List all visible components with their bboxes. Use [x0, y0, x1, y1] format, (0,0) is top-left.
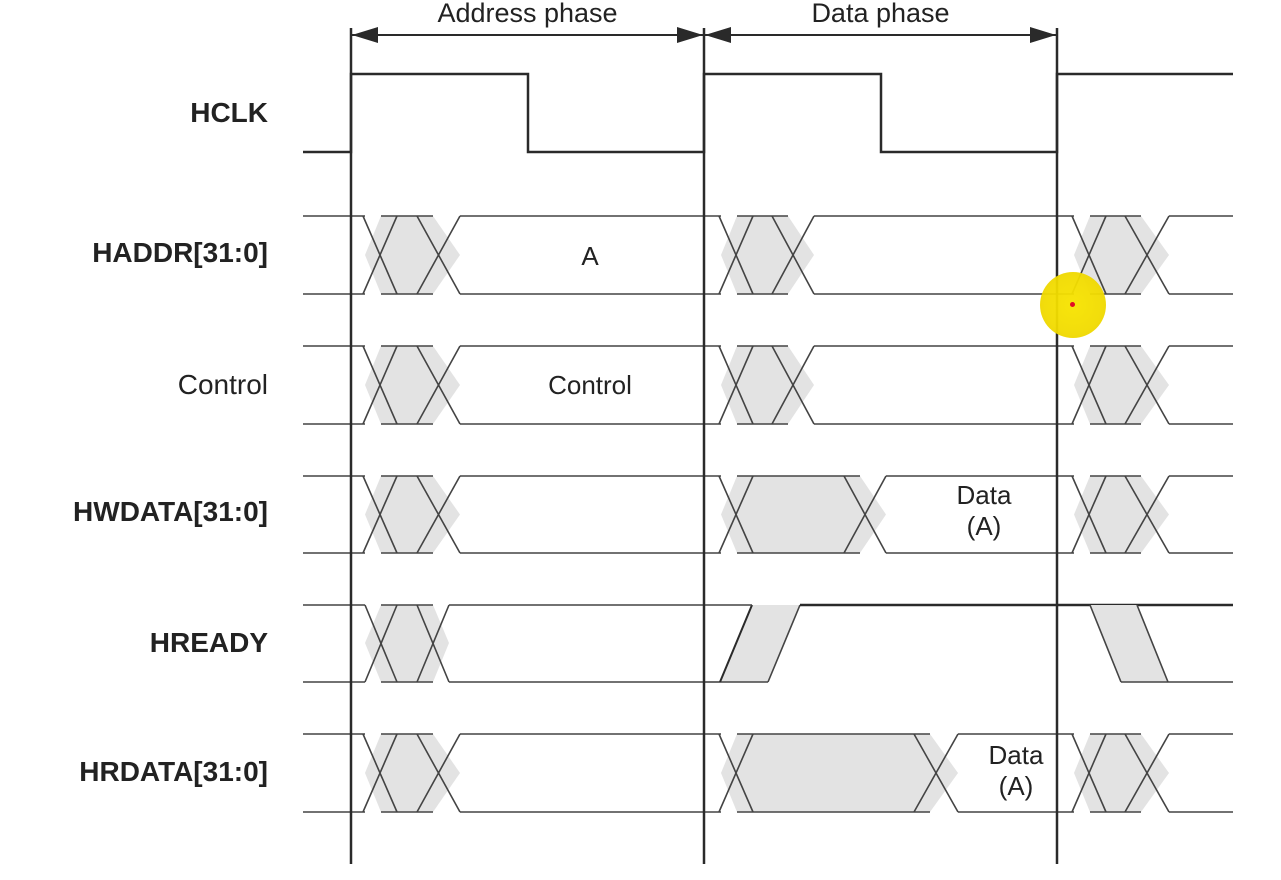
hrdata-cross-a2-2 [718, 733, 754, 813]
address-phase-arrow-right [677, 27, 703, 43]
hwdata-value-line2: (A) [966, 511, 1002, 541]
hready-cross-a2 [364, 604, 398, 683]
control-cross-a2-3 [1071, 345, 1107, 425]
hrdata-cross-b2-1 [416, 733, 461, 813]
haddr-invalid-region-2 [721, 216, 814, 294]
signal-label-hready: HREADY [149, 627, 268, 658]
hready-invalid-region-1 [365, 605, 449, 682]
address-phase-label: Address phase [437, 0, 618, 28]
hrdata-cross-b2-3 [1124, 733, 1170, 813]
haddr-cross-a2-1 [362, 215, 398, 295]
clock-edge-markers [349, 28, 1059, 864]
hrdata-cross-a2-3 [1071, 733, 1107, 813]
haddr-cross-b2-1 [416, 215, 461, 295]
data-phase-arrow-right [1030, 27, 1056, 43]
hwdata-cross-b2-2 [843, 475, 887, 554]
data-phase-arrow-left [705, 27, 731, 43]
control-cross-a2-1 [362, 345, 398, 425]
control-invalid-region-2 [721, 346, 814, 424]
hwdata-cross-b2-1 [416, 475, 461, 554]
signal-label-haddr: HADDR[31:0] [92, 237, 268, 268]
hwdata-value-line1: Data [956, 480, 1012, 510]
address-phase-arrow-left [352, 27, 378, 43]
haddr-cross-a2-2 [718, 215, 754, 295]
cursor-dot [1070, 302, 1075, 307]
signal-label-control: Control [177, 369, 268, 400]
hrdata-value: Data (A) [966, 740, 1066, 802]
hwdata-invalid-region-2 [721, 476, 886, 553]
cursor-highlight [1040, 272, 1106, 338]
hrdata-value-line1: Data [988, 740, 1044, 770]
hready-invalid-region-2 [720, 605, 800, 682]
control-cross-b2-3 [1124, 345, 1170, 425]
haddr-cross-b2-3 [1124, 215, 1170, 295]
hrdata-value-line2: (A) [998, 771, 1034, 801]
control-value: Control [548, 370, 632, 400]
signal-label-hclk: HCLK [190, 97, 268, 128]
hwdata-cross-a2-3 [1071, 475, 1107, 554]
phase-arrows [352, 27, 1056, 43]
hwdata-cross-b2-3 [1124, 475, 1170, 554]
hready-ramp-3 [1089, 604, 1122, 683]
hready-invalid-region-3 [1090, 605, 1168, 682]
data-phase-label: Data phase [811, 0, 950, 28]
hready-ramp-2 [767, 604, 801, 683]
control-cross-b2-1 [416, 345, 461, 425]
hclk-waveform [303, 72, 1233, 154]
haddr-value: A [581, 241, 599, 271]
control-cross-b2-2 [771, 345, 815, 425]
signal-label-hrdata: HRDATA[31:0] [79, 756, 268, 787]
hready-ramp-1 [719, 604, 753, 683]
hrdata-cross-a2-1 [362, 733, 398, 813]
hready-ramp-4 [1136, 604, 1169, 683]
hready-cross-b2 [416, 604, 450, 683]
hwdata-cross-a2-1 [362, 475, 398, 554]
hrdata-invalid-region-2 [721, 734, 958, 812]
control-cross-a2-2 [718, 345, 754, 425]
hrdata-cross-b2-2 [913, 733, 959, 813]
hwdata-value: Data (A) [934, 480, 1034, 542]
signal-label-hwdata: HWDATA[31:0] [73, 496, 268, 527]
haddr-cross-b2-2 [771, 215, 815, 295]
hwdata-cross-a2-2 [718, 475, 754, 554]
bus-waveforms [303, 215, 1233, 813]
